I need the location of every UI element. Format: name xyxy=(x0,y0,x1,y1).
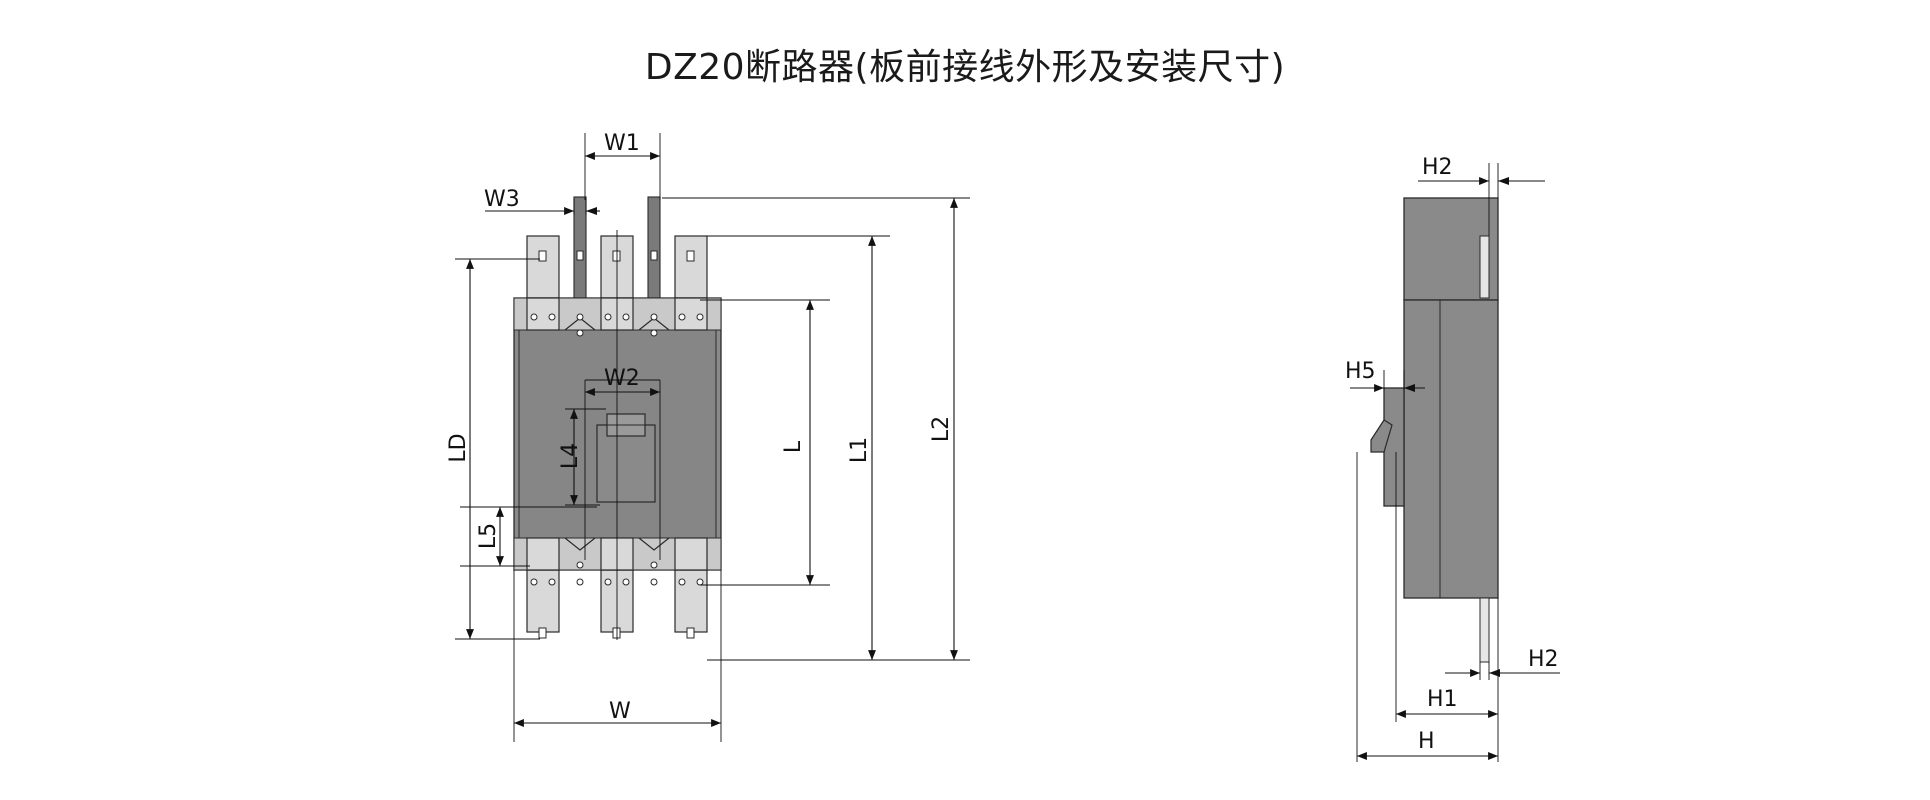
front-dimensions: W1 W3 W2 W LD L4 L5 xyxy=(446,131,970,742)
dim-label-l5: L5 xyxy=(476,523,501,549)
dim-label-l1: L1 xyxy=(847,437,872,463)
dim-label-h2-bottom: H2 xyxy=(1528,647,1559,672)
front-handle-window xyxy=(596,424,656,503)
top-terminal-3 xyxy=(674,235,708,299)
dim-label-l4: L4 xyxy=(558,443,583,469)
side-dimensions: H2 H5 H2 H1 H xyxy=(1345,155,1560,762)
dim-label-h2-top: H2 xyxy=(1422,155,1453,180)
dim-label-w1: W1 xyxy=(604,131,640,156)
mounting-bar-right xyxy=(647,196,661,300)
dim-label-w: W xyxy=(609,699,631,724)
dim-label-l: L xyxy=(781,440,806,453)
side-handle-base xyxy=(1383,387,1405,507)
side-main-body xyxy=(1403,299,1499,599)
diagram-title: DZ20断路器(板前接线外形及安装尺寸) xyxy=(644,47,1286,88)
dim-label-h: H xyxy=(1418,729,1435,754)
dim-label-h1: H1 xyxy=(1427,687,1458,712)
side-handle xyxy=(1370,419,1393,453)
dim-label-l2: L2 xyxy=(929,416,954,442)
top-terminal-1 xyxy=(526,235,560,299)
dim-label-ld: LD xyxy=(446,433,471,462)
side-top-terminal xyxy=(1479,235,1490,299)
dim-label-h5: H5 xyxy=(1345,359,1376,384)
side-view xyxy=(1370,197,1499,663)
dim-label-w2: W2 xyxy=(604,366,640,391)
front-view xyxy=(513,196,722,640)
dim-label-w3: W3 xyxy=(484,187,520,212)
mounting-bar-left xyxy=(573,196,587,300)
side-bottom-terminal xyxy=(1479,597,1490,663)
